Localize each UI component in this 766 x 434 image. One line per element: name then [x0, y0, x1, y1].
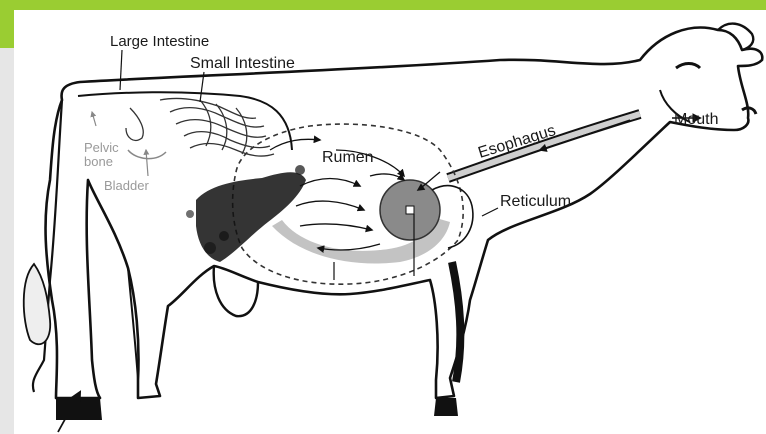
reticulum-leader — [482, 208, 498, 216]
rumen-contents-stipple — [186, 165, 306, 262]
tail-tuft — [24, 264, 50, 344]
bladder-leader — [146, 150, 148, 176]
label-rumen: Rumen — [322, 149, 374, 166]
label-reticulum: Reticulum — [500, 193, 571, 210]
label-bladder: Bladder — [104, 178, 149, 193]
intestine-coils — [126, 98, 274, 156]
eye-mark — [676, 64, 700, 69]
label-small-intestine: Small Intestine — [190, 55, 295, 72]
front-hoof — [434, 398, 458, 416]
reticulum-marker — [406, 206, 414, 214]
label-pelvic: Pelvic — [84, 140, 119, 155]
label-mouth: Mouth — [674, 111, 718, 128]
large-intestine-leader — [120, 50, 122, 90]
pelvic-bone-leader — [92, 112, 96, 126]
hind-hoof — [56, 398, 102, 420]
label-bone: bone — [84, 154, 113, 169]
label-large-intestine: Large Intestine — [110, 33, 209, 50]
